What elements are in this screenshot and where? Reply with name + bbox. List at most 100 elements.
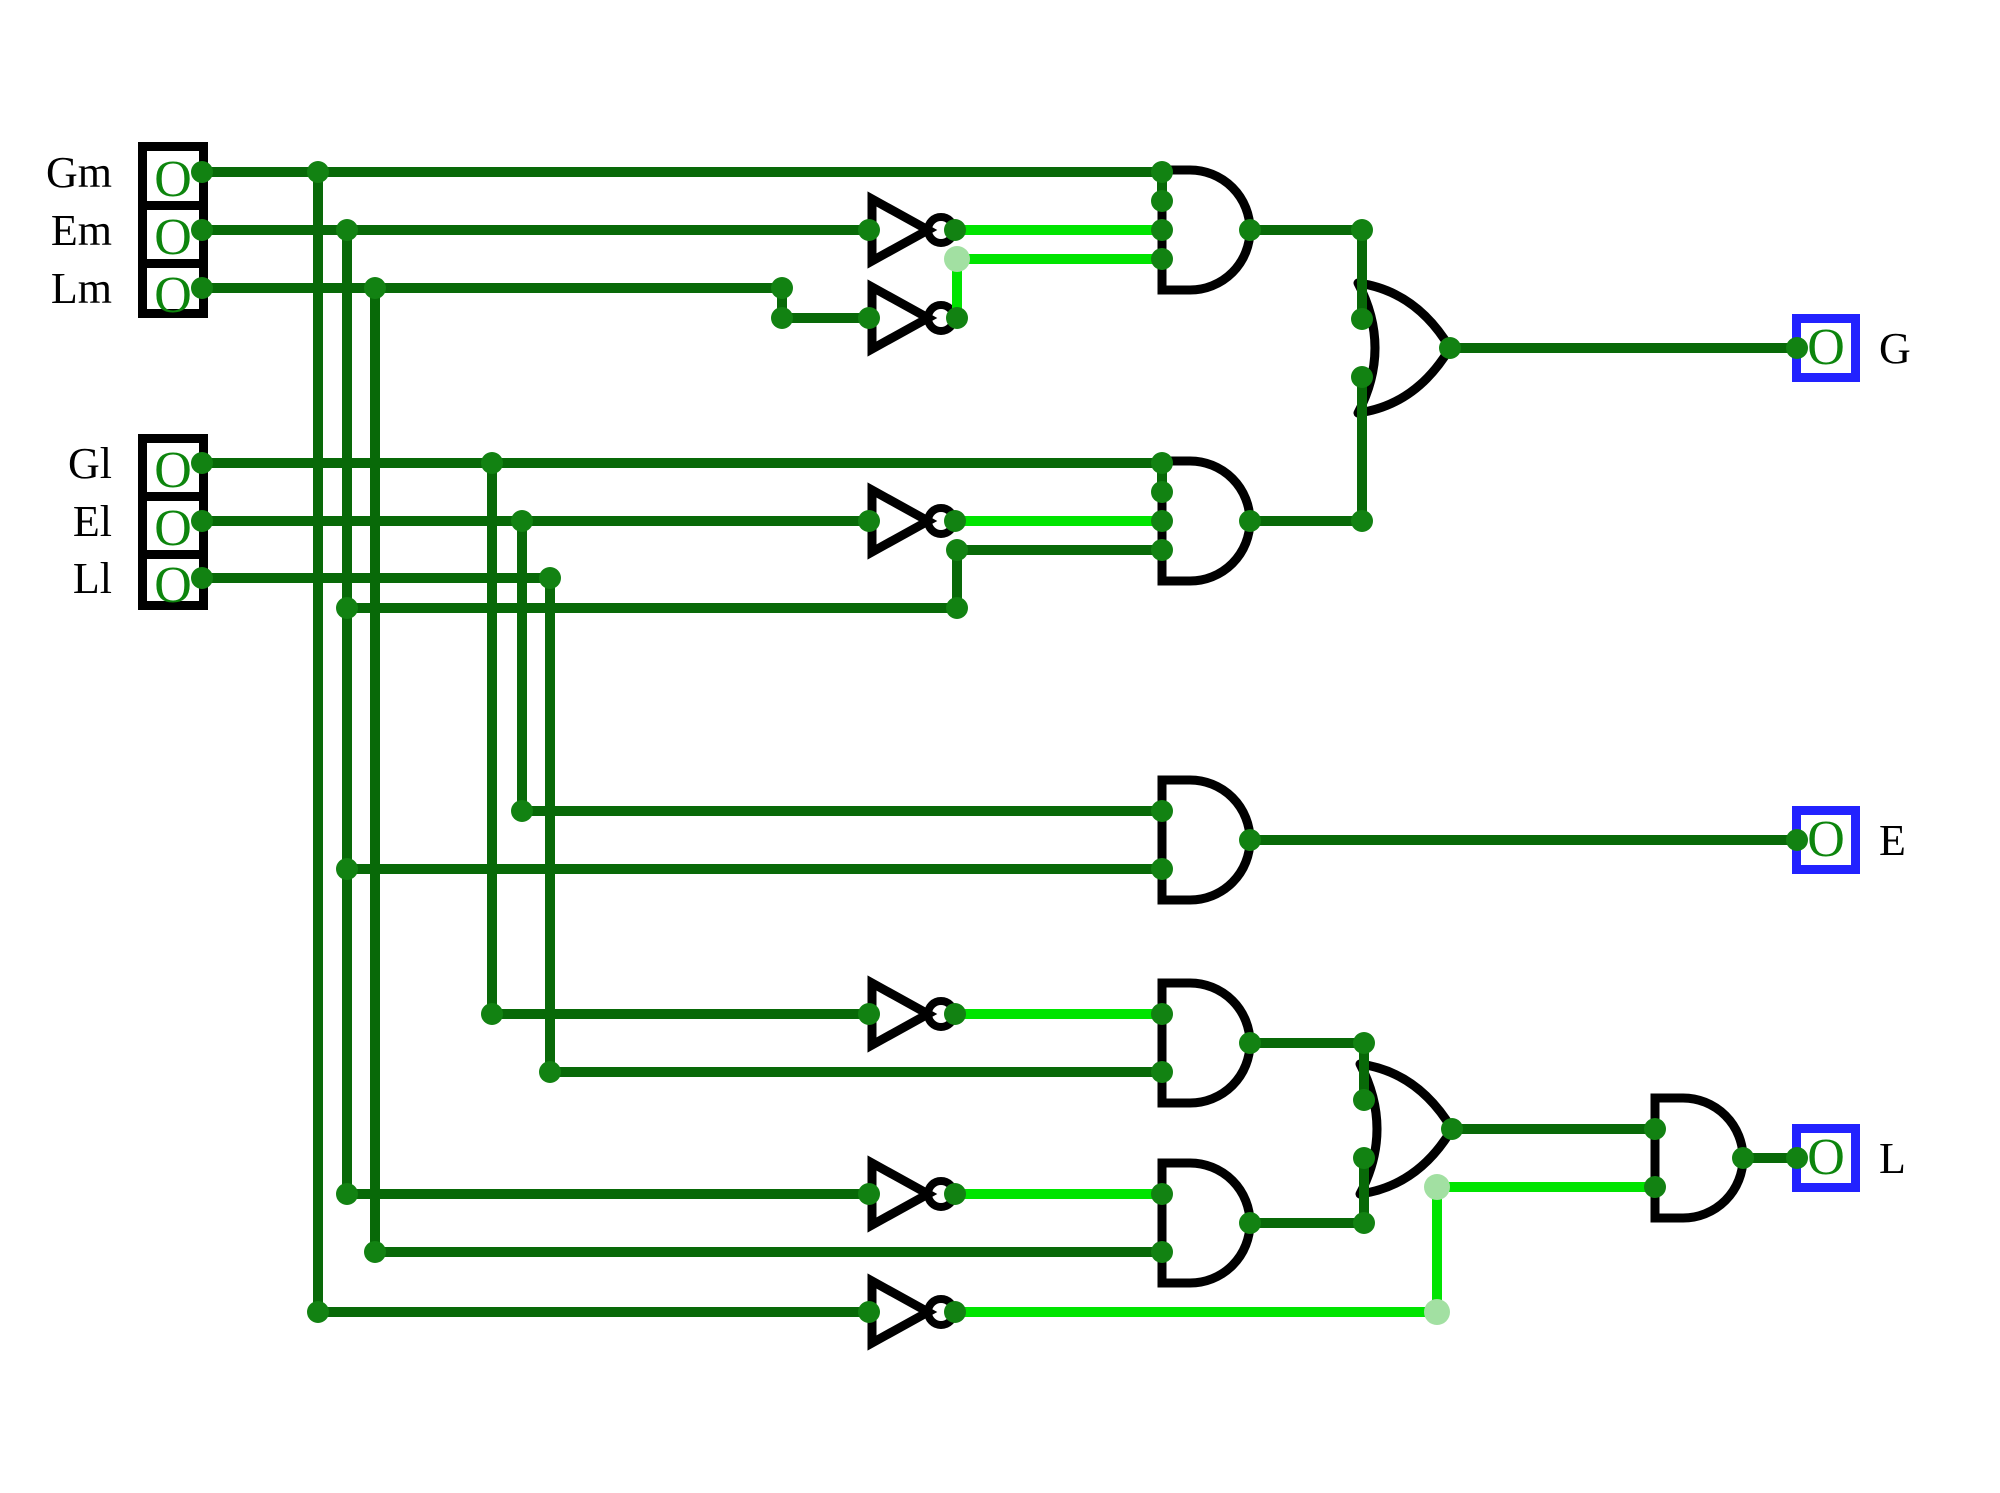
wire-node-dot [539,567,561,589]
not-em-top [867,191,938,269]
wire-node-dot [944,1301,966,1323]
input-pin-group-lsd: O O O [138,434,208,612]
wire-node-dot [944,510,966,532]
pin-value-em: O [154,209,192,266]
wire-node-dot [1239,1212,1261,1234]
pin-group-divider [147,201,199,210]
wire-node-dot [858,307,880,329]
pin-group-divider [147,259,199,268]
not-gl [867,975,938,1053]
input-pin-gl[interactable]: O [147,443,199,499]
output-pin-l: O [1792,1124,1860,1192]
wire-node-dot [1151,1003,1173,1025]
wire-low [342,545,1167,613]
wire-node-dot [1441,1118,1463,1140]
wire-node-dot [539,1061,561,1083]
wire-node-dot [944,1183,966,1205]
wire-node-dot [481,1003,503,1025]
wire-node-dot [1151,858,1173,880]
wire-node-dot [1151,539,1173,561]
wire-node-dot [946,307,968,329]
wire-low [197,458,1167,497]
pin-value-gl: O [154,442,192,499]
wire-node-dot [1351,308,1373,330]
wire-node-dot [1239,1032,1261,1054]
wire-low [313,167,874,1317]
not-lm-top-bubble [924,301,958,335]
wire-low [197,167,1167,206]
wire-node-dot [307,1301,329,1323]
wire-node-dot [1151,248,1173,270]
wire-node-dot [1644,1176,1666,1198]
wire-bend-dot [1424,1174,1450,1200]
output-label-l: L [1879,1134,1906,1183]
pin-group-divider [147,492,199,501]
output-pin-e: O [1792,806,1860,874]
wire-low [197,573,1167,1077]
and-g-minor [1157,456,1255,586]
wire-low [487,458,874,1019]
wire-node-dot [1732,1147,1754,1169]
wire-node-dot [771,307,793,329]
wire-bend-dot [1424,1299,1450,1325]
input-pin-gm[interactable]: O [147,152,199,208]
wire-node-dot [336,597,358,619]
or-l [1355,1059,1457,1199]
wire-node-dot [1151,190,1173,212]
not-el-bubble [924,504,958,538]
wire-node-dot [1353,1032,1375,1054]
input-pin-em[interactable]: O [147,210,199,266]
input-pin-lm[interactable]: O [147,268,199,324]
wire-node-dot [481,452,503,474]
wire-node-dot [1151,481,1173,503]
wire-node-dot [336,219,358,241]
wire-low [342,225,874,1199]
input-pin-group-msd: O O O [138,142,208,322]
wire-node-dot [771,277,793,299]
pin-value-el: O [154,500,192,557]
not-el [867,482,938,560]
wire-bend-dot [944,246,970,272]
input-label-gl: Gl [68,439,112,488]
input-pin-el[interactable]: O [147,501,199,557]
pin-group-divider [147,550,199,559]
wire-node-dot [364,1241,386,1263]
wire-low [197,283,874,323]
wire-low [1245,1038,1369,1105]
wire-low [1245,372,1367,526]
wire-node-dot [1151,1183,1173,1205]
wire-node-dot [858,510,880,532]
wire-node-dot [946,539,968,561]
wire-node-dot [1351,219,1373,241]
wire-node-dot [336,1183,358,1205]
wire-node-dot [1151,1241,1173,1263]
and-l-upper [1157,978,1255,1108]
wire-node-dot [1151,1061,1173,1083]
wire-low [1245,1153,1369,1228]
pin-value-lm: O [154,267,192,324]
wire-node-dot [1151,452,1173,474]
wire-node-dot [1351,366,1373,388]
not-gm-bottom-bubble [924,1295,958,1329]
wire-node-dot [511,510,533,532]
pin-value-gm: O [154,151,192,208]
wire-node-dot [858,1003,880,1025]
not-em-bottom [867,1155,938,1233]
not-em-bottom-bubble [924,1177,958,1211]
wire-node-dot [1151,510,1173,532]
wire-high [952,254,1167,323]
and-l-final [1650,1093,1748,1223]
wire-low [1245,225,1367,324]
wire-node-dot [1353,1147,1375,1169]
output-label-e: E [1879,816,1906,865]
input-label-lm: Lm [50,264,112,313]
input-label-em: Em [50,206,112,255]
and-g-major [1157,165,1255,295]
input-pin-ll[interactable]: O [147,558,199,614]
wire-node-dot [1151,219,1173,241]
wire-node-dot [1239,829,1261,851]
output-pin-g: O [1792,314,1860,382]
input-label-ll: Ll [72,554,112,603]
